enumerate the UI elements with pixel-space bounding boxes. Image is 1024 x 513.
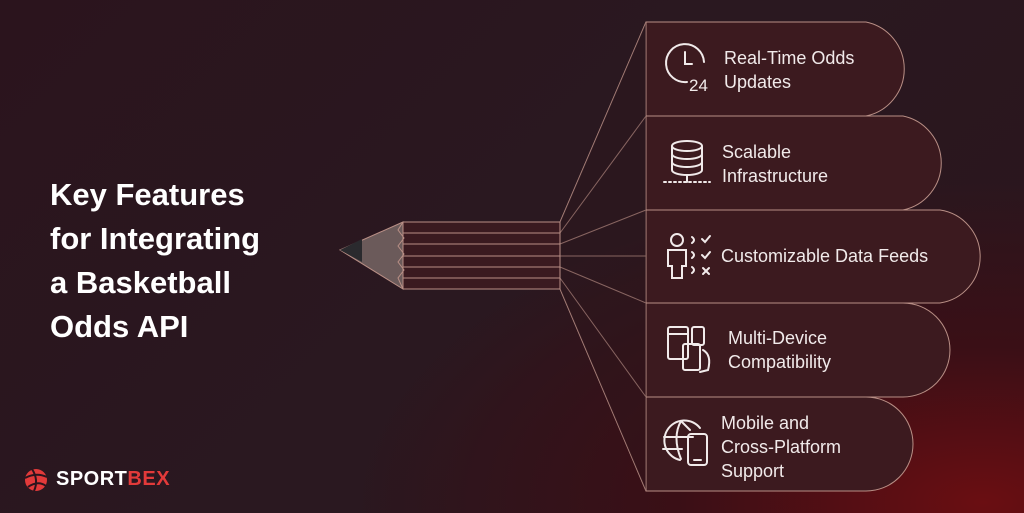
feature-panel-2 (645, 115, 942, 211)
feature-label-mobile-cross-platform: Mobile and Cross-Platform Support (721, 411, 841, 483)
title-line-4: Odds API (50, 309, 189, 344)
feature-label-customizable-data-feeds: Customizable Data Feeds (721, 244, 928, 268)
feature-label-scalable-infrastructure: Scalable Infrastructure (722, 140, 828, 188)
title-line-2: for Integrating (50, 221, 261, 256)
svg-text:24: 24 (689, 76, 708, 95)
feature-panel-4 (645, 302, 951, 398)
feature-2-line-1: Scalable (722, 142, 792, 162)
connector-lines (559, 21, 647, 492)
devices-icon (667, 326, 711, 373)
clock-24-icon: 24 (665, 43, 708, 95)
feature-label-realtime-odds: Real-Time Odds Updates (724, 46, 854, 94)
feature-5-line-2: Cross-Platform (721, 437, 842, 457)
feature-5-line-1: Mobile and (721, 413, 810, 433)
feature-2-line-2: Infrastructure (722, 166, 829, 186)
page-title: Key Features for Integrating a Basketbal… (50, 173, 350, 349)
feature-5-line-3: Support (721, 461, 785, 481)
title-line-3: a Basketball (50, 265, 231, 300)
feature-4-line-1: Multi-Device (728, 328, 828, 348)
feature-panel-1 (645, 21, 905, 117)
globe-phone-icon (662, 419, 708, 466)
feature-label-multi-device: Multi-Device Compatibility (728, 326, 831, 374)
feature-panel-5 (645, 396, 914, 492)
logo-text-bex: BEX (127, 467, 171, 490)
feature-1-line-2: Updates (724, 72, 792, 92)
feature-4-line-2: Compatibility (728, 352, 832, 372)
sportbex-ball-logo-icon (24, 468, 48, 492)
feature-3-line-1: Customizable Data Feeds (721, 246, 929, 266)
sportbex-logo: SPORTBEX (26, 467, 170, 491)
feature-1-line-1: Real-Time Odds (724, 48, 855, 68)
fan-wedge (560, 22, 646, 491)
title-line-1: Key Features (50, 177, 245, 212)
user-checklist-icon (667, 233, 711, 279)
feature-panel-3 (645, 209, 981, 304)
logo-text: SPORTBEX (56, 468, 170, 491)
logo-text-sport: SPORT (56, 467, 128, 490)
pencil-body (338, 221, 561, 290)
database-icon (663, 140, 711, 183)
